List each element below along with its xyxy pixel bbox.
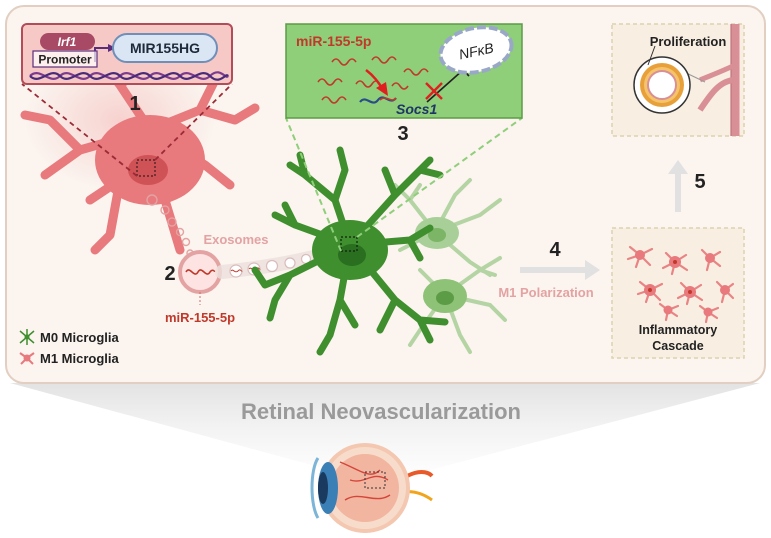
exosome-vesicle <box>178 250 222 294</box>
zoom-line-mirna-left <box>285 117 342 252</box>
mirna-signaling-panel: miR-155-5p Socs1 NFκB <box>285 23 523 119</box>
legend-m1-label: M1 Microglia <box>40 351 120 366</box>
legend-m0-label: M0 Microglia <box>40 330 120 345</box>
step-2-label: 2 <box>164 263 175 285</box>
step-3-label: 3 <box>397 123 408 145</box>
proliferation-arrow <box>668 160 688 212</box>
eye-illustration <box>310 443 434 533</box>
polarization-arrow <box>520 260 600 280</box>
gene-label: MIR155HG <box>130 40 200 56</box>
proliferation-panel: Proliferation <box>611 23 745 137</box>
legend-m1-icon <box>19 352 35 365</box>
inflammatory-cascade-panel: Inflammatory Cascade <box>611 227 745 359</box>
cascade-label-line1: Inflammatory <box>639 323 718 337</box>
step-4-label: 4 <box>549 239 561 261</box>
exosome-trail-from-cell <box>146 194 194 257</box>
proliferation-label: Proliferation <box>650 34 727 49</box>
zoom-line-mirna-right <box>356 117 523 238</box>
irf1-label: Irf1 <box>58 35 77 49</box>
zoom-line-gene-left <box>21 83 138 177</box>
polarization-label: M1 Polarization <box>498 285 593 300</box>
step-5-label: 5 <box>694 171 705 193</box>
gene-promoter-panel: Irf1 Promoter MIR155HG <box>21 23 233 85</box>
cascade-label-line2: Cascade <box>652 339 703 353</box>
exosomes-label: Exosomes <box>203 232 268 247</box>
promoter-label: Promoter <box>38 53 92 67</box>
figure-title: Retinal Neovascularization <box>241 399 521 424</box>
legend-m0-icon <box>19 329 35 345</box>
projection-beam <box>10 383 760 470</box>
legend: M0 Microglia M1 Microglia <box>19 329 120 366</box>
step-1-label: 1 <box>129 93 140 115</box>
mirna-label: miR-155-5p <box>296 33 371 49</box>
exosome-cargo-label: miR-155-5p <box>165 310 235 325</box>
zoom-line-gene-right <box>154 83 233 161</box>
nfkb-label: NFκB <box>457 40 495 63</box>
m0-microglia-cell <box>251 146 507 356</box>
socs1-label: Socs1 <box>396 101 437 117</box>
